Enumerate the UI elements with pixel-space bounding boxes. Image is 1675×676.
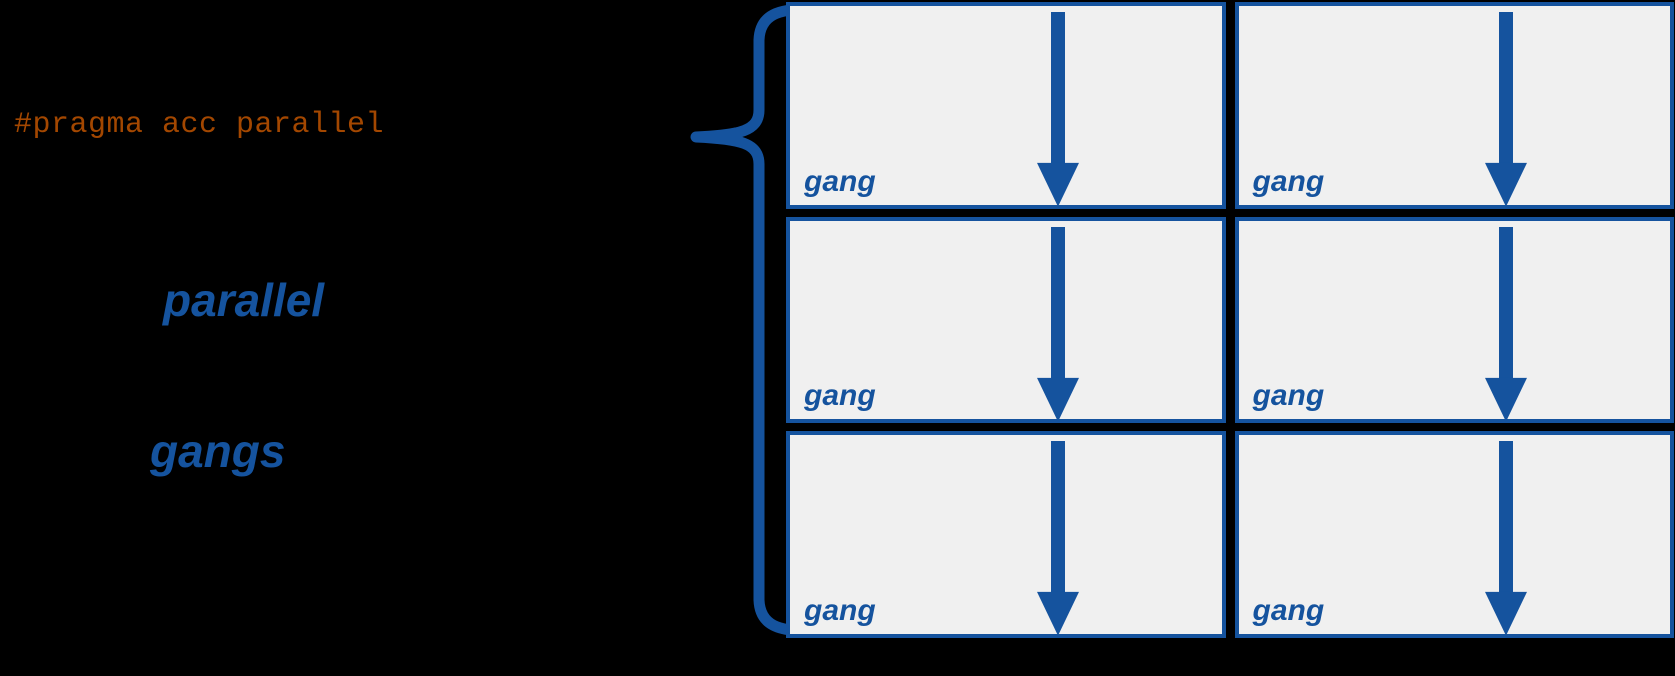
gang-grid: gang gang gang <box>786 2 1674 638</box>
down-arrow-icon <box>1483 226 1529 420</box>
down-arrow-icon <box>1483 441 1529 635</box>
gang-cell[interactable]: gang <box>1234 216 1674 424</box>
gang-cell[interactable]: gang <box>1234 2 1674 209</box>
label-gangs: gangs <box>150 425 286 477</box>
pragma-code-text: #pragma acc parallel <box>14 108 385 142</box>
gang-label: gang <box>804 164 876 198</box>
gang-cell[interactable]: gang <box>786 216 1226 424</box>
gang-cell[interactable]: gang <box>1234 431 1674 638</box>
gang-cell[interactable]: gang <box>786 2 1226 209</box>
gang-label: gang <box>804 594 876 627</box>
down-arrow-icon <box>1035 12 1081 205</box>
down-arrow-icon <box>1483 12 1529 205</box>
gang-label: gang <box>1252 164 1325 198</box>
down-arrow-icon <box>1035 441 1081 635</box>
gang-cell[interactable]: gang <box>786 431 1226 638</box>
gang-label: gang <box>1252 379 1325 413</box>
label-parallel: parallel <box>163 274 325 326</box>
down-arrow-icon <box>1035 226 1081 420</box>
gang-label: gang <box>804 379 876 413</box>
gang-label: gang <box>1252 594 1325 627</box>
